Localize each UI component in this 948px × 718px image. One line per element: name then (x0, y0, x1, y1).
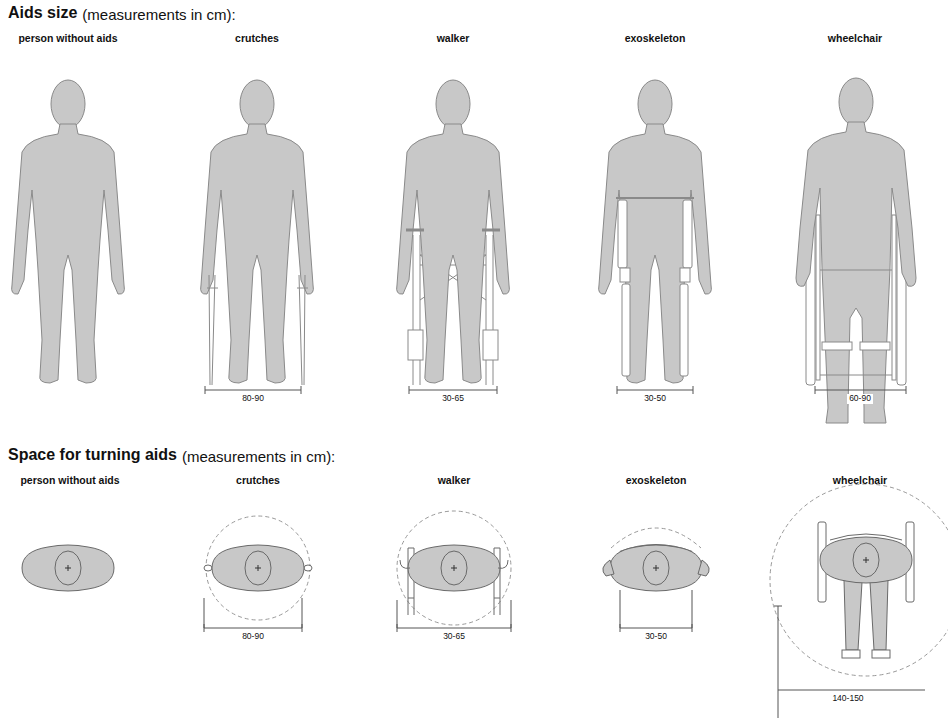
column-label: crutches (235, 32, 279, 44)
person-figure (12, 80, 125, 383)
column-label: crutches (236, 474, 280, 486)
dimension-value: 30-65 (441, 632, 467, 642)
column-label: walker (438, 474, 471, 486)
heading-note: (measurements in cm): (182, 448, 335, 465)
column-label: exoskeleton (626, 474, 687, 486)
crutches-top-view (204, 516, 312, 620)
column-label: walker (437, 32, 470, 44)
dimension-value: 60-90 (847, 394, 873, 404)
column-label: exoskeleton (625, 32, 686, 44)
exoskeleton-figure (599, 80, 712, 383)
section-heading: Aids size (8, 4, 77, 22)
walker-top-view (397, 511, 511, 625)
column-label: wheelchair (833, 474, 887, 486)
walker-figure (397, 80, 510, 385)
top-view-person (22, 545, 114, 591)
column-label: person without aids (20, 474, 119, 486)
dimension-value: 80-90 (240, 632, 266, 642)
wheelchair-figure (796, 78, 916, 423)
column-label: wheelchair (828, 32, 882, 44)
section-heading: Space for turning aids (8, 446, 177, 464)
dimension-value: 140-150 (830, 694, 865, 704)
wheelchair-top-view (770, 484, 948, 676)
column-label: person without aids (18, 32, 117, 44)
crutches-figure (201, 80, 314, 385)
dimension-value: 30-50 (642, 394, 668, 404)
dimension-value: 30-50 (643, 632, 669, 642)
exoskeleton-top-view (603, 528, 709, 591)
dimension-lines (204, 590, 925, 718)
dimension-lines (205, 386, 906, 394)
heading-note: (measurements in cm): (82, 6, 235, 23)
dimension-value: 80-90 (240, 394, 266, 404)
dimension-value: 30-65 (440, 394, 466, 404)
